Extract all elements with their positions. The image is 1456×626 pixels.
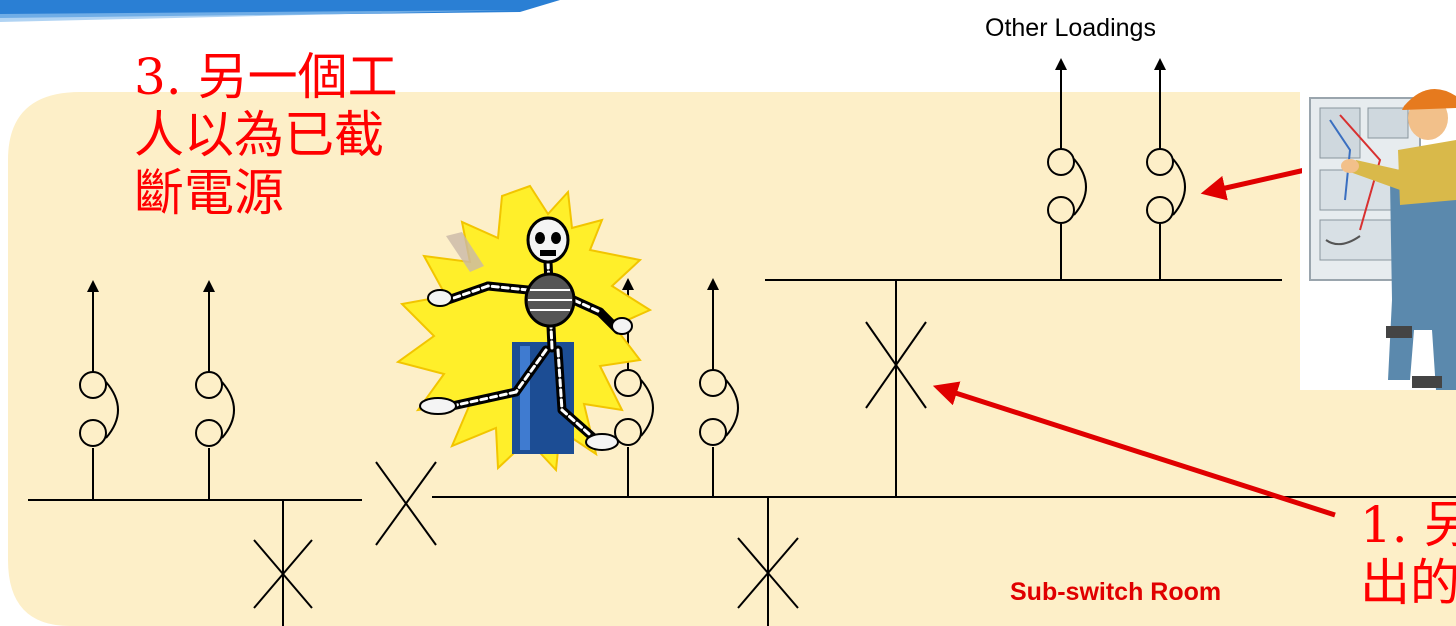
pointer-arrow-to-breaker [1200, 167, 1306, 201]
breaker-mid-1-lower-contact [614, 418, 642, 446]
electrician-worker-illustration [1302, 88, 1456, 390]
breaker-left-1-lower-contact [79, 419, 107, 447]
slide-header-accent-light [0, 10, 520, 22]
electrocuted-skeleton-illustration [395, 184, 653, 473]
breaker-left-2-arc [221, 381, 235, 439]
breaker-upper-2-lower-contact [1146, 196, 1174, 224]
incomer-mid-switch-b [737, 537, 799, 609]
sub-switch-room-panel [8, 92, 1456, 626]
worker-shirt [1398, 140, 1456, 205]
breaker-mid-2-arc [725, 379, 739, 437]
worker-helmet [1402, 88, 1456, 110]
other-loadings-label: Other Loadings [985, 14, 1156, 42]
sub-switch-room-label: Sub-switch Room [1010, 578, 1222, 606]
breaker-left-2-lower-contact [195, 419, 223, 447]
blue-barrel-shine [520, 346, 530, 450]
skeleton-skull [526, 216, 570, 264]
incomer-left-switch-b [253, 539, 313, 609]
breaker-upper-2-arc [1172, 158, 1186, 216]
breaker-mid-2-lower-contact [699, 418, 727, 446]
step-3-annotation: 3. 另一個工 人以為已截 斷電源 [134, 48, 398, 222]
breaker-left-1-arc [105, 381, 119, 439]
pointer-arrow-to-riser-switch [932, 381, 1336, 518]
breaker-mid-1-arc [640, 379, 654, 437]
breaker-upper-1-lower-contact [1047, 196, 1075, 224]
bus-section-switch-b [375, 461, 437, 546]
breaker-upper-1-arc [1073, 158, 1087, 216]
lightning-burst [395, 184, 653, 473]
step-1-annotation: 1. 另 出的 [1360, 496, 1456, 612]
riser-switch-b [865, 321, 927, 409]
